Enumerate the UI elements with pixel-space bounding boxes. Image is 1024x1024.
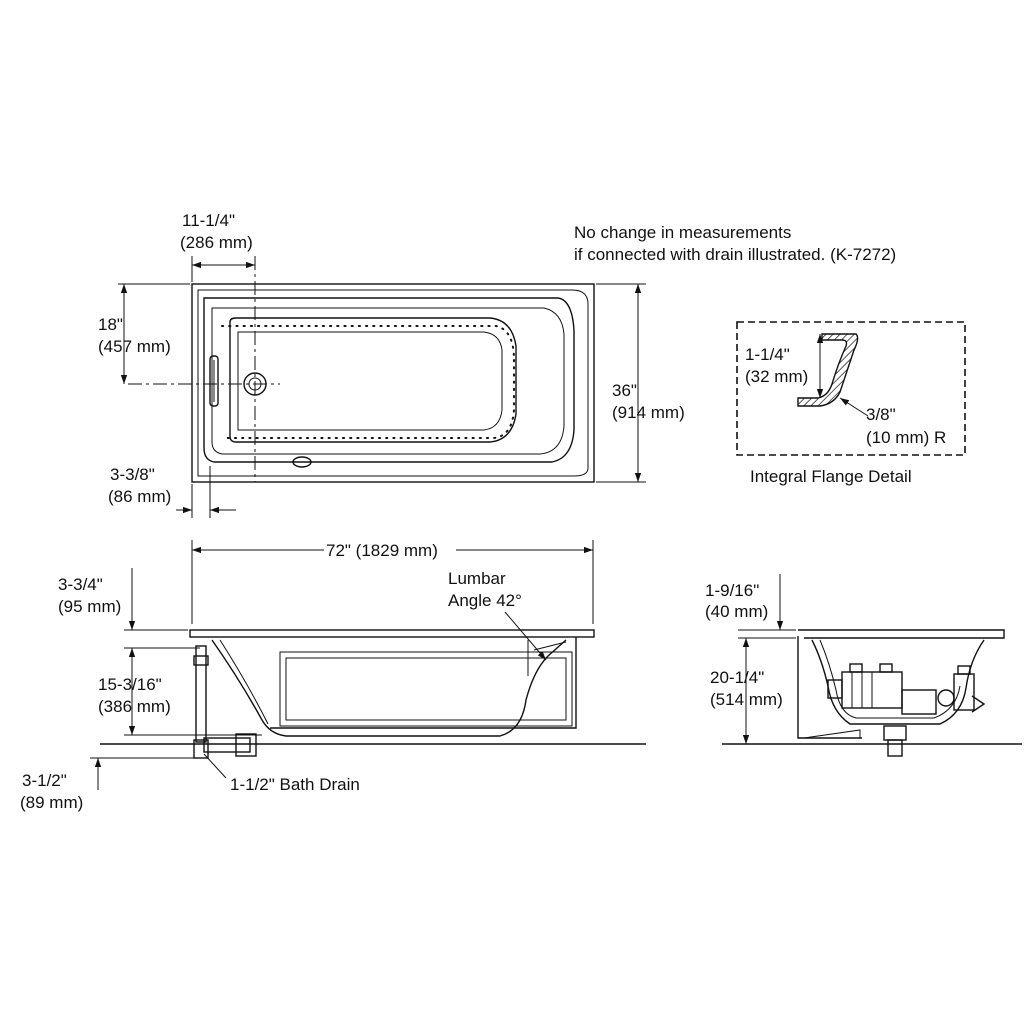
leader-lumbar — [504, 611, 547, 661]
end-base — [803, 729, 861, 739]
label-width-mm: (914 mm) — [612, 403, 685, 422]
end-drain-pipe — [887, 739, 903, 757]
end-tub-inner — [819, 639, 961, 719]
label-drain-offset-mm: (286 mm) — [180, 233, 253, 252]
end-apron — [797, 636, 862, 739]
note-line-2: if connected with drain illustrated. (K-… — [574, 245, 896, 264]
side-skirt-panel — [279, 651, 573, 727]
pump-housing — [901, 689, 937, 715]
label-drain-drop: 3-1/2" — [22, 771, 67, 790]
label-flange: 3-3/8" — [110, 465, 155, 484]
label-end-flange-mm: (40 mm) — [705, 602, 768, 621]
end-deck — [798, 629, 1005, 639]
valve-cap — [957, 665, 971, 675]
label-length: 72" (1829 mm) — [326, 541, 438, 560]
label-rim-height-mm: (95 mm) — [58, 597, 121, 616]
jet-row-top — [221, 325, 515, 361]
label-end-height: 20-1/4" — [710, 668, 764, 687]
motor-cap — [827, 679, 843, 699]
flange-detail: 1-1/4" (32 mm) 3/8" (10 mm) R Integral F… — [736, 321, 966, 486]
label-flange-height-mm: (32 mm) — [745, 367, 808, 386]
tub-deck-line — [197, 289, 589, 477]
label-drain: 1-1/2" Bath Drain — [230, 775, 360, 794]
label-drain-drop-mm: (89 mm) — [20, 793, 83, 812]
end-drain — [883, 725, 907, 741]
top-view: 11-1/4" (286 mm) 18" (457 mm) 36" (914 m… — [98, 211, 685, 518]
leader-radius — [839, 397, 869, 417]
tub-basin — [229, 317, 517, 443]
side-skirt-inner — [285, 657, 567, 721]
label-well-depth-mm: (386 mm) — [98, 697, 171, 716]
drain-tee — [235, 733, 257, 757]
side-deck — [189, 629, 595, 638]
drain-shoe — [193, 739, 209, 759]
label-width: 36" — [612, 381, 637, 400]
end-view: 1-9/16" (40 mm) 20-1/4" (514 mm) — [705, 574, 1022, 757]
lumbar-slope — [533, 641, 567, 651]
overflow-fitting — [193, 655, 209, 666]
label-end-flange: 1-9/16" — [705, 581, 759, 600]
detail-box — [736, 321, 966, 456]
label-drain-from-end: 18" — [98, 315, 123, 334]
leader-drain — [203, 753, 227, 779]
overflow-icon — [292, 456, 312, 468]
flange-section — [797, 333, 859, 407]
motor-bracket — [879, 663, 893, 673]
tub-rim — [203, 297, 575, 463]
grab-handle — [209, 355, 219, 407]
outlet-fitting — [971, 695, 986, 713]
note: No change in measurements if connected w… — [574, 223, 896, 264]
tub-well-profile — [211, 639, 567, 737]
jet-row-bottom — [221, 359, 515, 439]
overflow-pipe — [195, 645, 207, 743]
motor-bracket — [849, 663, 863, 673]
label-radius-mm: (10 mm) R — [866, 428, 946, 447]
label-flange-height: 1-1/4" — [745, 345, 790, 364]
tub-back-line — [219, 639, 269, 725]
detail-caption: Integral Flange Detail — [750, 467, 912, 486]
label-well-depth: 15-3/16" — [98, 675, 162, 694]
tub-basin-floor — [237, 331, 503, 431]
end-tub-profile — [811, 639, 985, 725]
side-view: 72" (1829 mm) Lumbar Angle 42° 3-3/4" (9… — [20, 540, 646, 812]
label-flange-mm: (86 mm) — [108, 487, 171, 506]
label-drain-offset: 11-1/4" — [182, 211, 235, 230]
tub-outline — [191, 283, 595, 483]
drain-pipe — [203, 737, 251, 753]
note-line-1: No change in measurements — [574, 223, 791, 242]
label-lumbar: Lumbar — [448, 569, 506, 588]
label-lumbar-angle: Angle 42° — [448, 591, 522, 610]
side-apron — [270, 637, 577, 729]
label-radius: 3/8" — [866, 405, 896, 424]
valve-body — [953, 673, 975, 711]
label-rim-height: 3-3/4" — [58, 575, 103, 594]
pump-outlet-icon — [937, 689, 955, 707]
tub-rim-inner — [211, 307, 565, 455]
label-drain-from-end-mm: (457 mm) — [98, 337, 171, 356]
label-end-height-mm: (514 mm) — [710, 690, 783, 709]
